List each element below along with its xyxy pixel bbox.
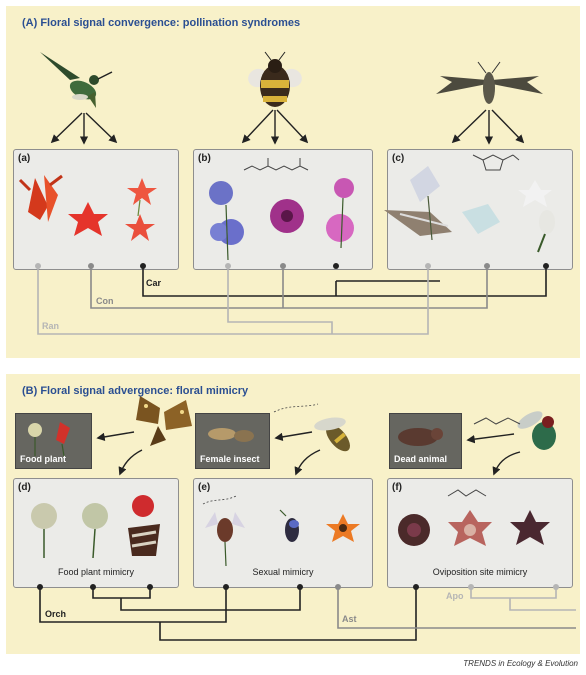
pale-orchid-flower-icon — [31, 503, 108, 558]
fly-icon — [515, 408, 556, 450]
blue-purple-flower-icon — [209, 178, 354, 260]
orange-daisy-flower-icon — [326, 514, 360, 542]
line-label-apo: Apo — [446, 591, 464, 601]
line-label-orch: Orch — [45, 609, 66, 619]
panel-a-arrows — [52, 110, 523, 143]
molecule-icon — [244, 158, 308, 170]
line-label-ast: Ast — [342, 614, 357, 624]
line-car — [143, 265, 546, 296]
molecule-icon — [474, 418, 520, 424]
line-orch — [40, 586, 416, 640]
female-insect-icon — [208, 428, 254, 442]
hummingbird-icon — [40, 52, 112, 108]
dead-animal-icon — [398, 428, 443, 446]
butterfly-icon — [136, 396, 192, 446]
line-endpoints-a — [35, 263, 549, 269]
bee-orchid-flower-icon — [203, 496, 245, 566]
line-label-ran: Ran — [42, 321, 59, 331]
molecule-icon — [473, 155, 519, 170]
stapelia-flower-icon — [398, 510, 550, 546]
food-plant-icon — [28, 422, 70, 456]
red-orchid-flower-icon — [128, 495, 160, 556]
line-label-car: Car — [146, 278, 161, 288]
moth-on-flower-icon — [384, 166, 452, 240]
bee-icon — [274, 404, 354, 455]
molecule-icon — [448, 490, 486, 496]
line-endpoints-b — [37, 584, 559, 590]
white-flower-icon — [462, 180, 555, 252]
bumblebee-icon — [246, 52, 305, 107]
line-label-con: Con — [96, 296, 114, 306]
red-tubular-flower-icon — [20, 175, 157, 241]
journal-footer: TRENDS in Ecology & Evolution — [463, 659, 578, 668]
mirror-orchid-flower-icon — [280, 510, 299, 542]
hawkmoth-icon — [436, 62, 543, 104]
line-apo — [471, 586, 576, 610]
